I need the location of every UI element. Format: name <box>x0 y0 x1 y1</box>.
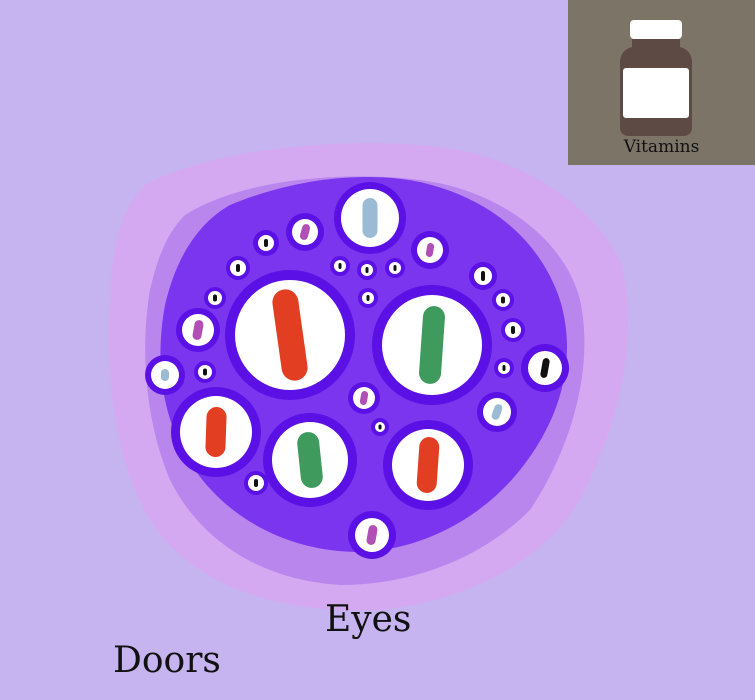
creature-eye[interactable] <box>204 287 226 309</box>
creature-eye[interactable] <box>171 387 261 477</box>
eye-pupil <box>338 263 342 269</box>
creature-eye[interactable] <box>494 358 514 378</box>
eye-pupil <box>365 267 369 273</box>
eye-pupil <box>511 326 515 334</box>
creature-eye[interactable] <box>176 308 220 352</box>
creature-eye[interactable] <box>385 258 405 278</box>
creature-eye[interactable] <box>372 285 492 405</box>
eye-pupil <box>481 271 485 281</box>
creature-eye[interactable] <box>469 262 497 290</box>
eye-pupil <box>491 404 503 420</box>
creature-eye[interactable] <box>501 318 525 342</box>
creature-eye[interactable] <box>358 288 378 308</box>
creature-eye[interactable] <box>226 256 250 280</box>
creature-eye[interactable] <box>492 289 514 311</box>
creature-eye[interactable] <box>348 511 396 559</box>
vitamin-bottle-icon <box>620 20 692 136</box>
creature-eye[interactable] <box>348 382 380 414</box>
eye-pupil <box>299 224 311 240</box>
creature-eye[interactable] <box>330 256 350 276</box>
eye-pupil <box>425 243 435 257</box>
eye-pupil <box>359 391 369 405</box>
creature-eye[interactable] <box>521 344 569 392</box>
eye-pupil <box>501 296 505 304</box>
eye-pupil <box>213 294 217 302</box>
eye-pupil <box>419 306 445 384</box>
eye-pupil <box>416 437 440 493</box>
eye-pupil <box>272 289 308 381</box>
creature-eye[interactable] <box>371 418 389 436</box>
creature-eye[interactable] <box>244 471 268 495</box>
creature-eye[interactable] <box>383 420 473 510</box>
eye-pupil <box>297 432 323 488</box>
creature-eye[interactable] <box>225 270 355 400</box>
eye-pupil <box>236 264 240 272</box>
eye-pupil <box>366 525 378 545</box>
eye-pupil <box>540 358 550 378</box>
eye-pupil <box>502 365 506 371</box>
inventory-item-label: Vitamins <box>623 137 700 157</box>
eye-pupil <box>192 320 204 340</box>
creature-eye[interactable] <box>263 413 357 507</box>
bottle-label <box>623 68 689 118</box>
eye-pupil <box>161 369 169 381</box>
eye-pupil <box>362 198 378 238</box>
creature-eye[interactable] <box>477 392 517 432</box>
eye-pupil <box>378 424 382 430</box>
inventory-slot-vitamins[interactable]: Vitamins <box>568 0 755 165</box>
creature-eye[interactable] <box>357 260 377 280</box>
creature-eye[interactable] <box>334 182 406 254</box>
eye-pupil <box>366 295 370 301</box>
creature-eyes <box>145 182 569 559</box>
creature-eye[interactable] <box>253 230 279 256</box>
bottle-cap <box>630 20 682 39</box>
eye-pupil <box>393 265 397 271</box>
creature-eye[interactable] <box>411 231 449 269</box>
creature-eye[interactable] <box>194 361 216 383</box>
doors-nav-link[interactable]: Doors <box>113 640 221 681</box>
eye-pupil <box>264 239 268 247</box>
creature-eye[interactable] <box>145 355 185 395</box>
eye-pupil <box>205 407 227 457</box>
eyes-nav-link[interactable]: Eyes <box>325 599 412 640</box>
eye-pupil <box>203 368 207 376</box>
eye-pupil <box>254 479 258 487</box>
creature-eye[interactable] <box>286 213 324 251</box>
